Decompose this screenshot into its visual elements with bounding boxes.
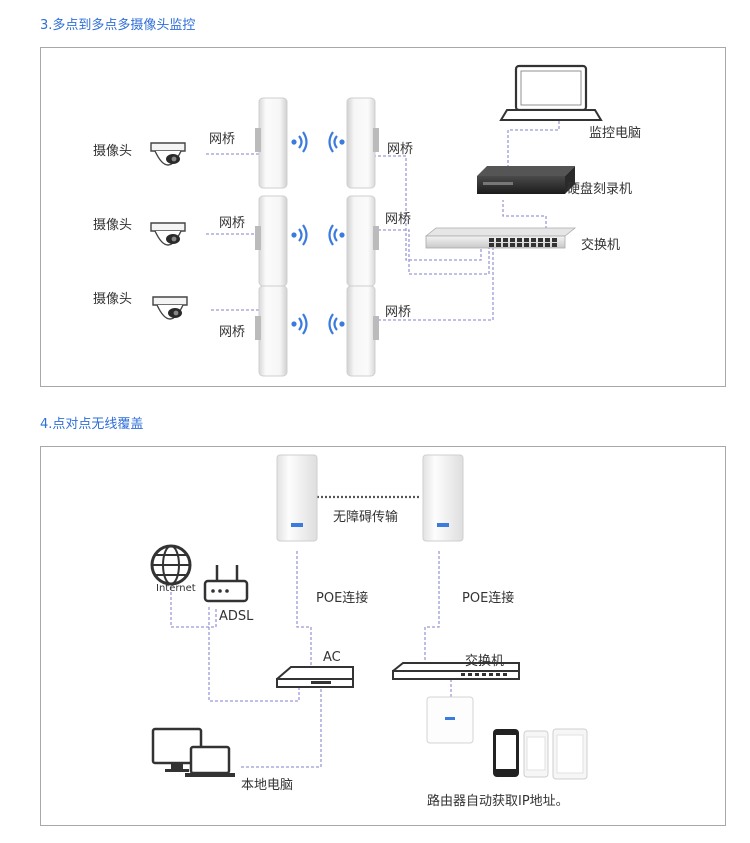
laptop-icon xyxy=(499,64,603,121)
label-monitor-pc: 监控电脑 xyxy=(589,126,642,141)
label-camera-2: 摄像头 xyxy=(93,218,133,233)
bridge-icon xyxy=(346,285,380,377)
label-switch-2: 交换机 xyxy=(465,654,505,669)
router-icon xyxy=(203,565,249,603)
wifi-signal-icon xyxy=(328,130,346,154)
label-poe-right: POE连接 xyxy=(462,591,515,606)
ac-controller-icon xyxy=(276,666,354,688)
bridge-icon xyxy=(254,195,288,287)
camera-icon xyxy=(152,296,188,320)
label-bridge-right-1: 网桥 xyxy=(387,142,414,157)
wifi-signal-icon xyxy=(328,312,346,336)
label-ap-note: 路由器自动获取IP地址。 xyxy=(427,794,569,809)
switch-icon xyxy=(424,227,577,249)
laptop-icon xyxy=(185,745,235,777)
section-title-multipoint: 3.多点到多点多摄像头监控 xyxy=(40,18,196,33)
multipoint-diagram xyxy=(150,64,603,377)
tablet-icon xyxy=(552,728,588,780)
label-local-pc: 本地电脑 xyxy=(241,778,294,793)
bridge-icon xyxy=(346,97,380,189)
label-internet: Internet xyxy=(156,583,196,594)
label-ac: AC xyxy=(323,650,341,665)
label-bridge-right-2: 网桥 xyxy=(385,212,412,227)
outdoor-ap-icon xyxy=(276,454,318,542)
label-unobstructed-transmission: 无障碍传输 xyxy=(333,510,399,525)
label-adsl: ADSL xyxy=(219,609,254,624)
wifi-signal-icon xyxy=(328,223,346,247)
link-lines xyxy=(206,120,560,321)
label-bridge-left-3: 网桥 xyxy=(219,325,246,340)
bridge-icon xyxy=(346,195,380,287)
diagram-panel-multipoint: 摄像头 摄像头 摄像头 网桥 网桥 网桥 网桥 网桥 网桥 监控电脑 硬盘刻录机… xyxy=(40,47,726,387)
bridge-icon xyxy=(254,285,288,377)
switch-icon xyxy=(392,662,520,680)
smartphone-icon xyxy=(493,729,519,777)
bridge-icon xyxy=(254,97,288,189)
ceiling-ap-icon xyxy=(426,696,474,744)
wifi-signal-icon xyxy=(290,312,308,336)
label-bridge-right-3: 网桥 xyxy=(385,305,412,320)
globe-icon xyxy=(150,544,192,586)
link-lines xyxy=(170,551,452,768)
label-poe-left: POE连接 xyxy=(316,591,369,606)
label-bridge-left-2: 网桥 xyxy=(219,216,246,231)
label-switch: 交换机 xyxy=(581,238,621,253)
diagram-panel-p2p: 无障碍传输 Internet ADSL POE连接 POE连接 AC 交换机 本… xyxy=(40,446,726,826)
tablet-icon xyxy=(523,730,549,778)
wifi-signal-icon xyxy=(290,130,308,154)
camera-icon xyxy=(150,222,186,246)
nvr-icon xyxy=(477,166,575,194)
wifi-signal-icon xyxy=(290,223,308,247)
label-nvr: 硬盘刻录机 xyxy=(567,182,633,197)
p2p-diagram xyxy=(150,454,588,780)
label-bridge-left-1: 网桥 xyxy=(209,132,236,147)
label-camera-1: 摄像头 xyxy=(93,144,133,159)
section-title-p2p: 4.点对点无线覆盖 xyxy=(40,417,144,432)
label-camera-3: 摄像头 xyxy=(93,292,133,307)
outdoor-ap-icon xyxy=(422,454,464,542)
camera-icon xyxy=(150,142,186,166)
